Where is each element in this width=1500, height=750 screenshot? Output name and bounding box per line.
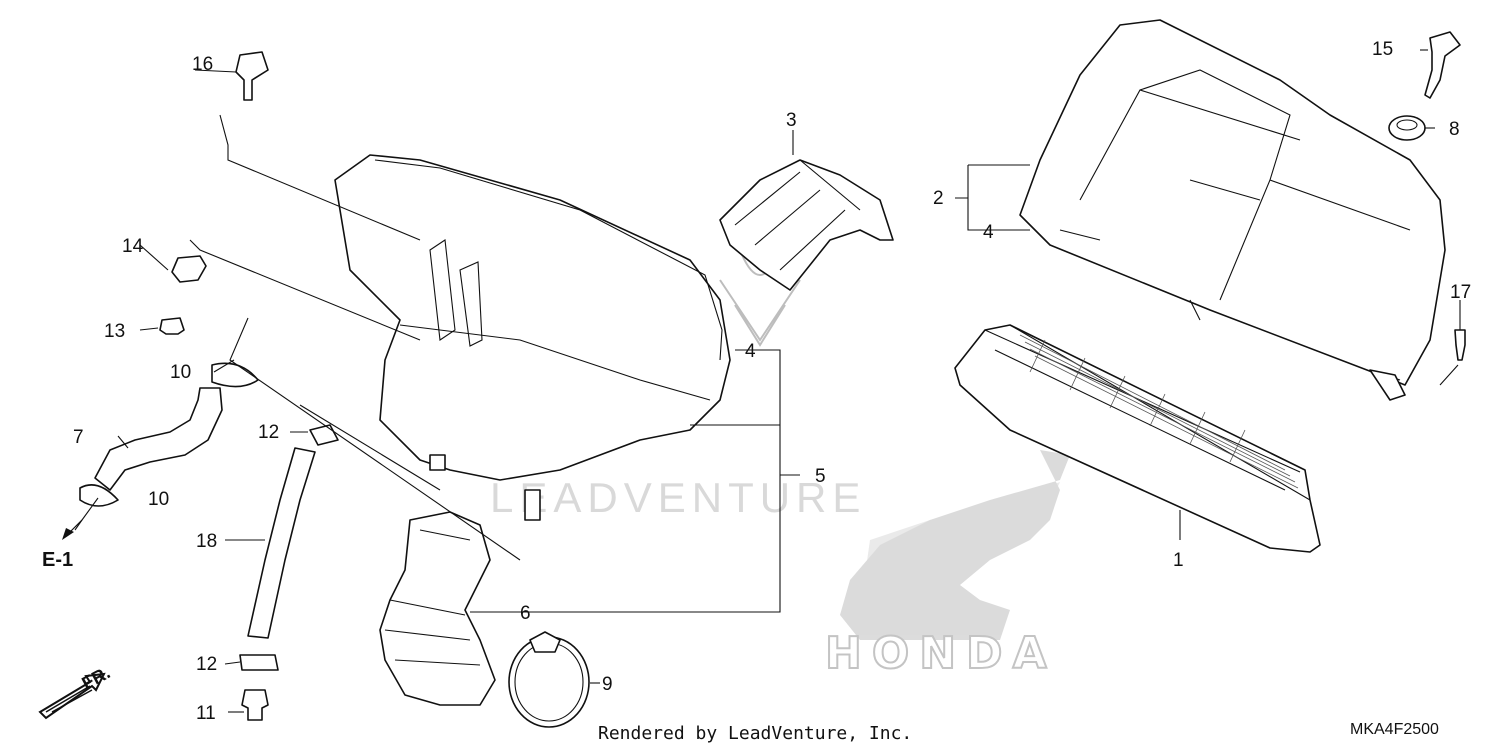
callout-16: 16 bbox=[192, 54, 213, 75]
callout-10-lower: 10 bbox=[148, 489, 169, 510]
callout-17: 17 bbox=[1450, 282, 1471, 303]
air-cleaner-cover bbox=[1019, 19, 1446, 401]
honda-wing-logo bbox=[840, 450, 1070, 640]
diagram-code: MKA4F2500 bbox=[1350, 721, 1439, 738]
leader-lines bbox=[74, 49, 1461, 713]
callout-4-cover: 4 bbox=[983, 222, 994, 243]
callout-11: 11 bbox=[196, 703, 216, 724]
callout-5: 5 bbox=[815, 466, 826, 487]
reference-arrow-icon bbox=[62, 519, 83, 540]
callout-13: 13 bbox=[104, 321, 125, 342]
grommet bbox=[1388, 115, 1426, 141]
callout-8: 8 bbox=[1449, 119, 1460, 140]
watermark: LEADVENTURE bbox=[490, 474, 866, 521]
forward-direction-arrow-icon bbox=[38, 672, 106, 720]
callout-10-upper: 10 bbox=[170, 362, 191, 383]
callout-1: 1 bbox=[1173, 550, 1184, 571]
clamp-upper bbox=[309, 424, 339, 446]
callout-12-lower: 12 bbox=[196, 654, 217, 675]
callout-15: 15 bbox=[1372, 39, 1393, 60]
reference-label: E-1 bbox=[42, 549, 73, 571]
callout-18: 18 bbox=[196, 531, 217, 552]
drain-plug bbox=[241, 689, 269, 721]
hose-band bbox=[508, 631, 590, 728]
callout-3: 3 bbox=[786, 110, 797, 131]
callout-7: 7 bbox=[73, 427, 84, 448]
air-cleaner-case bbox=[334, 154, 731, 521]
tapping-screw bbox=[1454, 329, 1466, 361]
cap bbox=[159, 317, 185, 335]
hose-clip-lower bbox=[79, 484, 119, 507]
bolt bbox=[235, 51, 269, 101]
callout-4-case: 4 bbox=[745, 341, 756, 362]
breather-hose bbox=[94, 387, 223, 491]
connecting-tube bbox=[719, 159, 894, 291]
callout-12-upper: 12 bbox=[258, 422, 279, 443]
clamp-lower bbox=[239, 654, 279, 671]
intake-duct bbox=[379, 511, 496, 706]
render-credit: Rendered by LeadVenture, Inc. bbox=[598, 723, 912, 744]
callout-2: 2 bbox=[933, 188, 944, 209]
callout-14: 14 bbox=[122, 236, 144, 257]
callout-6: 6 bbox=[520, 603, 531, 624]
brand-wordmark: HONDA bbox=[825, 628, 1057, 679]
grommet-small bbox=[171, 255, 207, 283]
callout-9: 9 bbox=[602, 674, 613, 695]
long-hose bbox=[247, 447, 316, 639]
air-filter-element bbox=[954, 324, 1321, 553]
screw bbox=[1424, 31, 1461, 99]
